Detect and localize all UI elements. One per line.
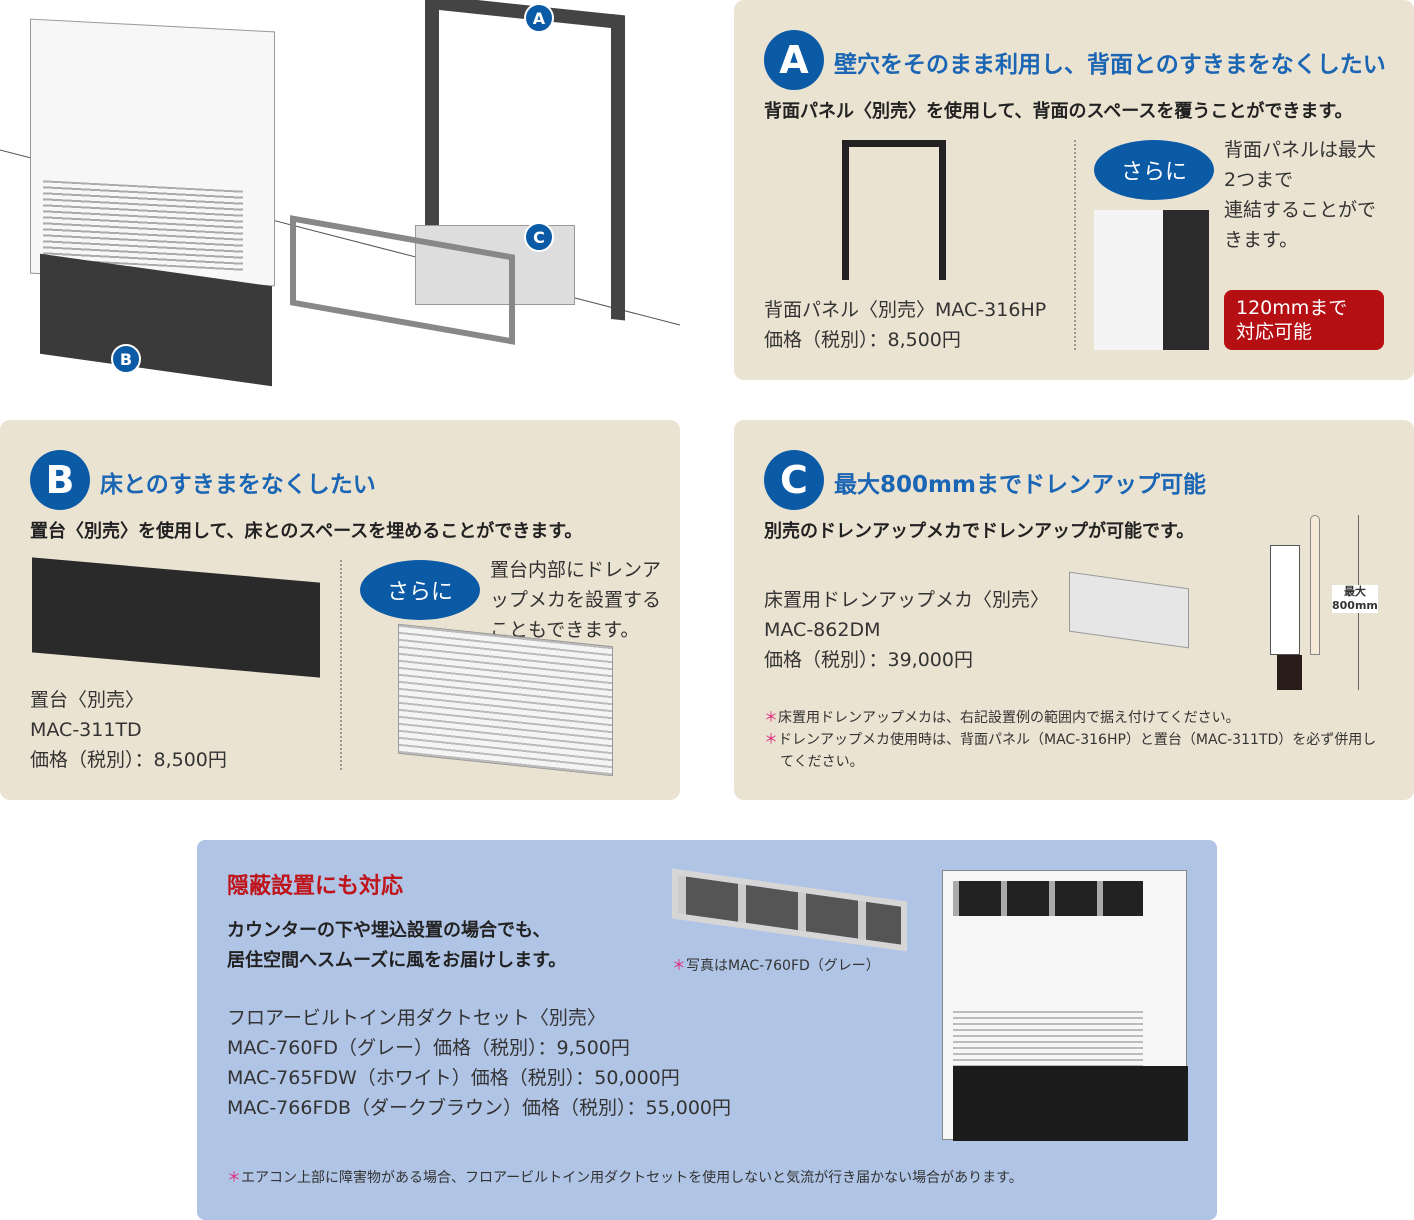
subtitle-line: 居住空間へスムーズに風をお届けします。	[227, 950, 567, 971]
photo-note: ＊写真はMAC-760FD（グレー）	[672, 958, 880, 974]
concealed-subtitle: カウンターの下や埋込設置の場合でも、 居住空間へスムーズに風をお届けします。	[227, 916, 566, 976]
marker-c: C	[524, 222, 554, 252]
dimension-label: 最大	[1343, 585, 1366, 598]
duct-photo	[672, 868, 907, 952]
callout-120mm: 120mmまで 対応可能	[1224, 290, 1384, 350]
concealed-footnote: ＊エアコン上部に障害物がある場合、フロアービルトイン用ダクトセットを使用しないと…	[227, 1170, 1023, 1186]
badge-a: A	[764, 30, 824, 90]
divider	[340, 560, 342, 770]
product-line: MAC-766FDB（ダークブラウン）価格（税別）：55,000円	[227, 1097, 732, 1119]
product-line: 価格（税別）：39,000円	[764, 649, 973, 671]
section-a: A 壁穴をそのまま利用し、背面とのすきまをなくしたい 背面パネル〈別売〉を使用し…	[734, 0, 1414, 380]
product-line: 床置用ドレンアップメカ〈別売〉	[764, 589, 1050, 611]
connected-panels-photo	[1094, 210, 1209, 350]
section-c-title: 最大800mmまでドレンアップ可能	[834, 472, 1206, 498]
section-a-extra: 背面パネルは最大 2つまで 連結することがで きます。	[1224, 135, 1376, 255]
product-line: MAC-311TD	[30, 719, 142, 741]
divider	[1074, 140, 1076, 350]
badge-c: C	[764, 450, 824, 510]
extra-line: こともできます。	[490, 619, 640, 641]
note-2: ＊ドレンアップメカ使用時は、背面パネル（MAC-316HP）と置台（MAC-31…	[764, 732, 1377, 770]
extra-line: 置台内部にドレンア	[490, 559, 662, 581]
install-example-diagram: 最大 800mm	[1270, 515, 1378, 690]
product-line: 置台〈別売〉	[30, 689, 145, 711]
base-stand-product: 置台〈別売〉 MAC-311TD 価格（税別）：8,500円	[30, 685, 227, 775]
duct-products: フロアービルトイン用ダクトセット〈別売〉 MAC-760FD（グレー）価格（税別…	[227, 1003, 731, 1123]
section-a-title: 壁穴をそのまま利用し、背面とのすきまをなくしたい	[834, 52, 1386, 78]
extra-line: ップメカを設置する	[490, 589, 662, 611]
product-line: 価格（税別）：8,500円	[30, 749, 227, 771]
extra-line: きます。	[1224, 229, 1299, 251]
installation-diagram: A B C	[0, 0, 700, 390]
back-panel-price: 価格（税別）：8,500円	[764, 329, 961, 351]
section-c: C 最大800mmまでドレンアップ可能 別売のドレンアップメカでドレンアップが可…	[734, 420, 1414, 800]
callout-line: 120mmまで	[1236, 297, 1348, 319]
section-b-extra: 置台内部にドレンア ップメカを設置する こともできます。	[490, 555, 661, 645]
marker-a: A	[524, 3, 554, 33]
note-1: ＊床置用ドレンアップメカは、右記設置例の範囲内で据え付けてください。	[764, 710, 1240, 726]
badge-b: B	[30, 450, 90, 510]
drain-mecha-product: 床置用ドレンアップメカ〈別売〉 MAC-862DM 価格（税別）：39,000円	[764, 585, 1049, 675]
section-b-subtitle: 置台〈別売〉を使用して、床とのスペースを埋めることができます。	[30, 521, 583, 542]
drain-mecha-photo	[1069, 571, 1189, 649]
section-b: B 床とのすきまをなくしたい 置台〈別売〉を使用して、床とのスペースを埋めること…	[0, 420, 680, 800]
stand-with-drain-photo	[398, 623, 613, 777]
extra-line: 連結することがで	[1224, 199, 1377, 221]
back-panel-photo	[842, 140, 946, 280]
back-panel-product: 背面パネル〈別売〉MAC-316HP	[764, 299, 1047, 321]
subtitle-line: カウンターの下や埋込設置の場合でも、	[227, 920, 551, 941]
section-b-title: 床とのすきまをなくしたい	[100, 472, 376, 498]
sarani-badge: さらに	[1094, 140, 1214, 200]
product-line: MAC-862DM	[764, 619, 881, 641]
concealed-section: 隠蔽設置にも対応 カウンターの下や埋込設置の場合でも、 居住空間へスムーズに風を…	[197, 840, 1217, 1220]
section-c-subtitle: 別売のドレンアップメカでドレンアップが可能です。	[764, 521, 1195, 542]
product-line: MAC-765FDW（ホワイト）価格（税別）：50,000円	[227, 1067, 680, 1089]
section-a-subtitle: 背面パネル〈別売〉を使用して、背面のスペースを覆うことができます。	[764, 101, 1353, 122]
dimension-value: 800mm	[1332, 599, 1378, 612]
concealed-unit-photo	[942, 870, 1188, 1141]
marker-b: B	[111, 344, 141, 374]
extra-line: 2つまで	[1224, 169, 1294, 191]
concealed-title: 隠蔽設置にも対応	[227, 874, 404, 899]
section-c-notes: ＊床置用ドレンアップメカは、右記設置例の範囲内で据え付けてください。 ＊ドレンア…	[764, 707, 1389, 773]
sarani-badge: さらに	[360, 560, 480, 620]
callout-line: 対応可能	[1236, 321, 1313, 343]
product-line: MAC-760FD（グレー）価格（税別）：9,500円	[227, 1037, 630, 1059]
base-stand-photo	[32, 557, 320, 678]
indoor-unit-image	[30, 18, 275, 287]
product-line: フロアービルトイン用ダクトセット〈別売〉	[227, 1007, 606, 1029]
extra-line: 背面パネルは最大	[1224, 139, 1377, 161]
